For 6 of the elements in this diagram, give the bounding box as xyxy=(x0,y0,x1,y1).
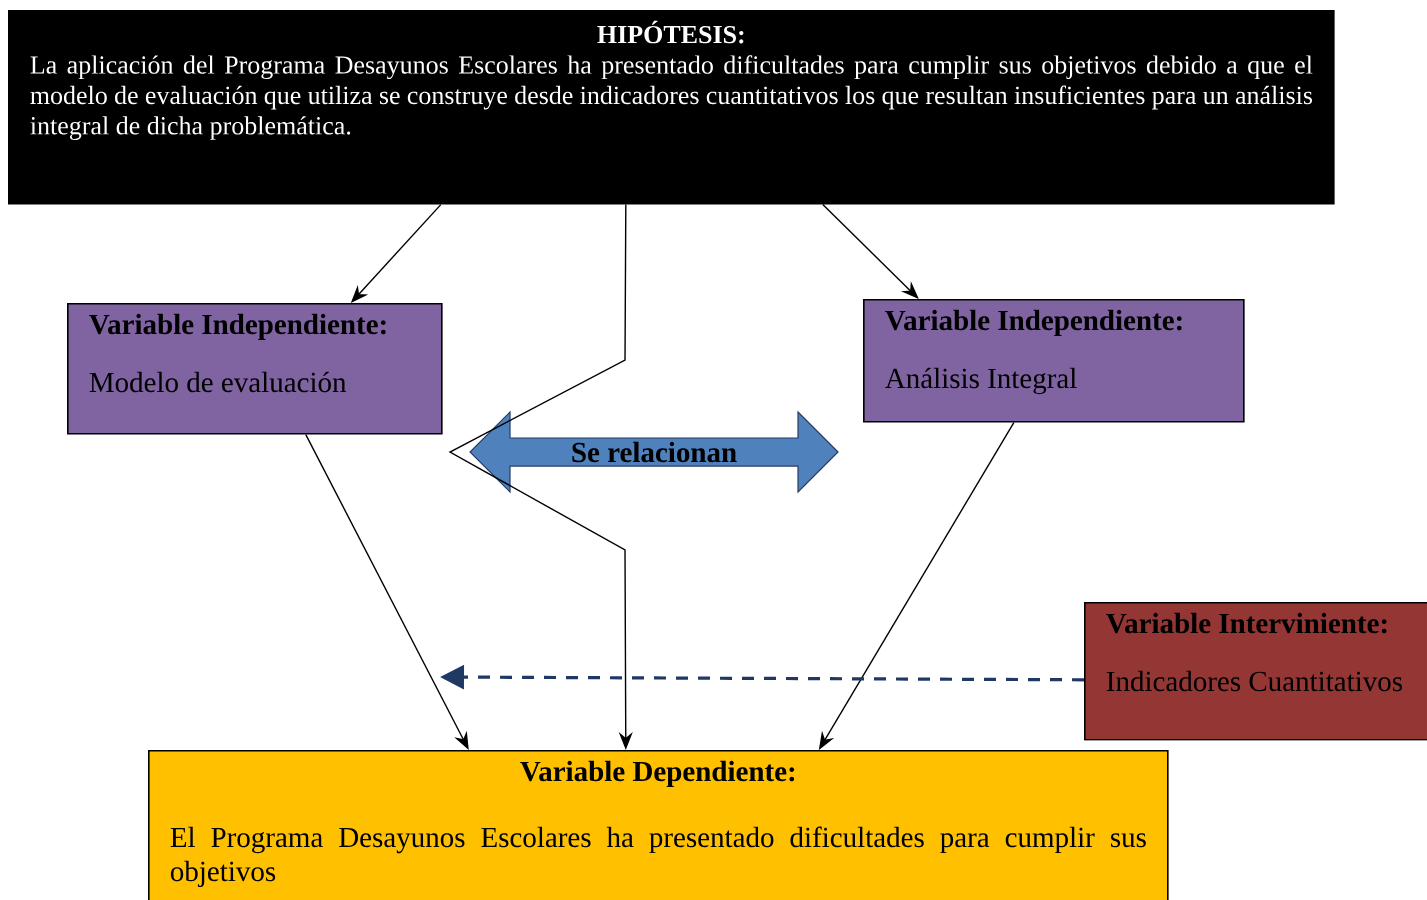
arrow xyxy=(822,203,919,299)
variable-box: Variable Interviniente: Indicadores Cuantitativos xyxy=(1084,602,1427,741)
dependent-variable-box: Variable Dependiente: El Programa Desayunos Escolares ha presentado dificultades para cumplir sus objetivos xyxy=(148,750,1169,900)
variable-box: Variable Independiente: Modelo de evaluación xyxy=(67,303,443,435)
variable-box: Variable Independiente: Análisis Integral xyxy=(863,299,1245,423)
hypothesis-box: HIPÓTESIS: La aplicación del Programa Desayunos Escolares ha presentado dificultades para cumplir sus objetivos debido a que el modelo de evaluación que utiliza se construye desde indicadores cuantitativos los que resultan insuficientes para un análisis integral de dicha problemática. xyxy=(8,10,1335,205)
